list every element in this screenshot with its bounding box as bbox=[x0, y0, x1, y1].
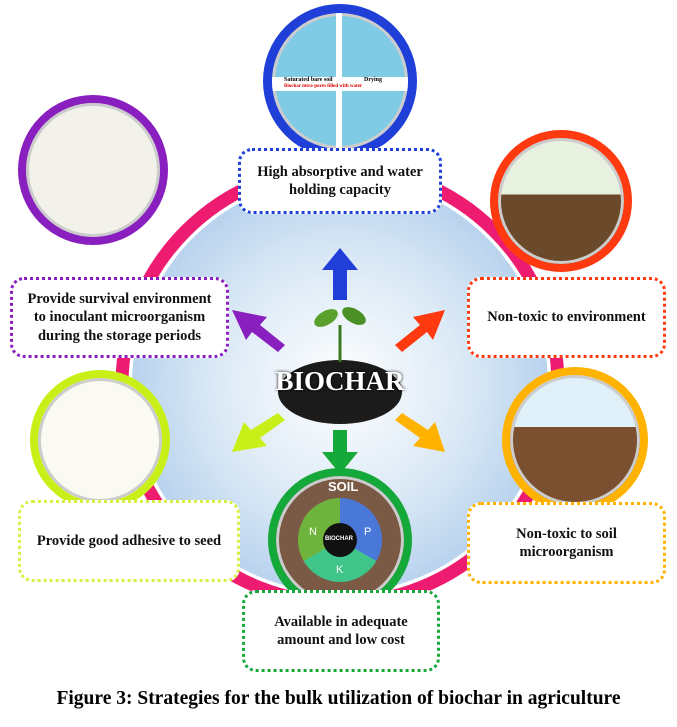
p-label: P bbox=[364, 526, 372, 538]
plant-icon bbox=[314, 307, 366, 362]
n-label: N bbox=[309, 526, 317, 538]
arrow-upleft-icon bbox=[232, 310, 285, 352]
strategy-low-cost: Available in adequate amount and low cos… bbox=[242, 590, 440, 672]
strategy-non-toxic-soil: Non-toxic to soil microorganism bbox=[467, 502, 666, 584]
npk-image: SOIL N P K BIOCHAR bbox=[268, 468, 412, 612]
strategy-water-holding: High absorptive and water holding capaci… bbox=[238, 148, 442, 214]
figure-caption: Figure 3: Strategies for the bulk utiliz… bbox=[56, 688, 621, 709]
soil-microorganism-image bbox=[502, 367, 648, 513]
inoculant-image bbox=[18, 95, 168, 245]
center-label: BIOCHAR bbox=[275, 366, 405, 396]
arrow-downleft-icon bbox=[232, 413, 285, 452]
arrows bbox=[232, 248, 445, 474]
biochar-pile bbox=[278, 360, 402, 424]
image-label-drying: Drying bbox=[364, 77, 382, 83]
arrow-up-icon bbox=[322, 248, 358, 300]
image-label-pores: Biochar intra-pores filled with water bbox=[284, 84, 363, 89]
arrow-down-icon bbox=[322, 430, 358, 474]
environment-image bbox=[490, 130, 632, 272]
image-label-saturated: Saturated bare soil bbox=[284, 77, 333, 83]
core-label: BIOCHAR bbox=[325, 536, 353, 542]
strategy-inoculant-survival: Provide survival environment to inoculan… bbox=[10, 277, 229, 358]
arrow-downright-icon bbox=[395, 413, 445, 452]
arrow-upright-icon bbox=[395, 310, 445, 352]
soil-label: SOIL bbox=[328, 479, 359, 494]
strategy-non-toxic-environment: Non-toxic to environment bbox=[467, 277, 666, 358]
k-label: K bbox=[336, 564, 344, 576]
seed-adhesive-image bbox=[30, 370, 170, 510]
water-holding-image: Saturated bare soil Drying Biochar intra… bbox=[263, 4, 417, 158]
strategy-seed-adhesive: Provide good adhesive to seed bbox=[18, 500, 240, 582]
